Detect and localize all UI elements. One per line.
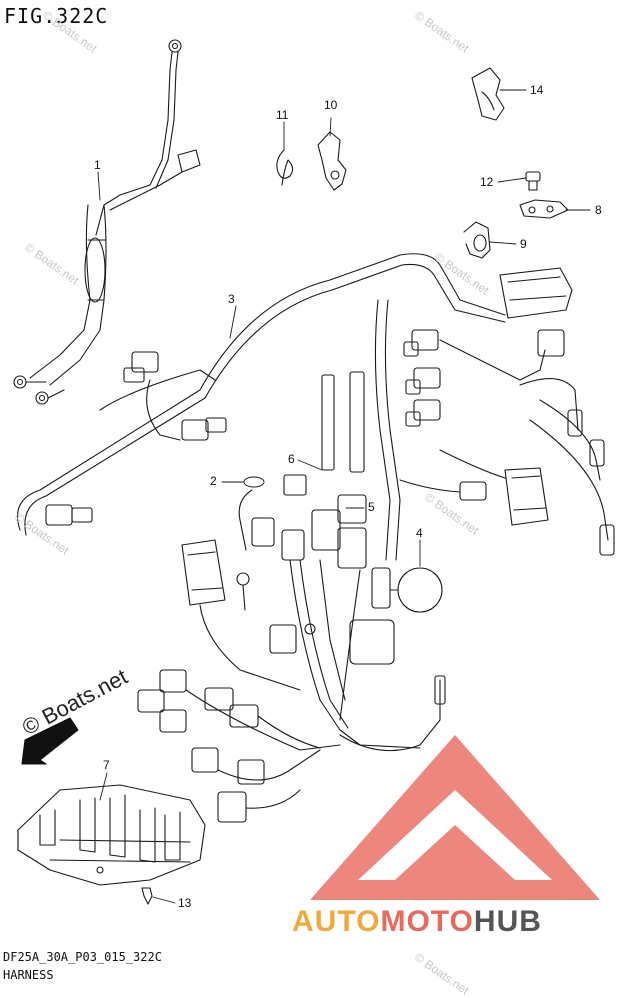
callout-3: 3 [228, 292, 235, 306]
front-arrow-icon [21, 717, 79, 765]
brand-wordmark: AUTOMOTOHUB [292, 905, 542, 939]
callout-4: 4 [416, 526, 423, 540]
callout-2: 2 [210, 474, 217, 488]
figure-title: FIG.322C [4, 4, 109, 28]
part-14-clamp[interactable] [471, 67, 505, 121]
callout-12: 12 [480, 175, 494, 189]
part-10-clamp[interactable] [317, 131, 347, 191]
callout-9: 9 [520, 237, 527, 251]
callout-8: 8 [595, 203, 602, 217]
callout-14: 14 [530, 83, 544, 97]
part-12-bolt[interactable] [525, 171, 541, 191]
callout-7: 7 [103, 758, 110, 772]
callout-1: 1 [94, 158, 101, 172]
part-3-main-harness[interactable] [16, 253, 615, 823]
brand-part-auto: AUTO [292, 905, 381, 938]
brand-part-hub: HUB [473, 905, 542, 938]
callout-5: 5 [368, 500, 375, 514]
part-11-clip[interactable] [276, 149, 294, 186]
part-1-battery-cable[interactable] [13, 39, 201, 405]
callout-6: 6 [288, 452, 295, 466]
figure-code: DF25A_30A_P03_015_322C [3, 950, 162, 964]
part-13-screw[interactable] [141, 887, 153, 905]
part-9-clamp[interactable] [463, 221, 491, 259]
part-7-bracket[interactable] [17, 784, 206, 886]
figure-name: HARNESS [3, 968, 54, 982]
leader-lines [97, 89, 591, 904]
callout-10: 10 [324, 98, 338, 112]
callout-13: 13 [178, 896, 192, 910]
callout-11: 11 [276, 108, 289, 122]
automotohub-logo-icon [310, 735, 600, 900]
brand-part-moto: MOTO [380, 905, 474, 938]
part-8-plate[interactable] [519, 199, 569, 219]
